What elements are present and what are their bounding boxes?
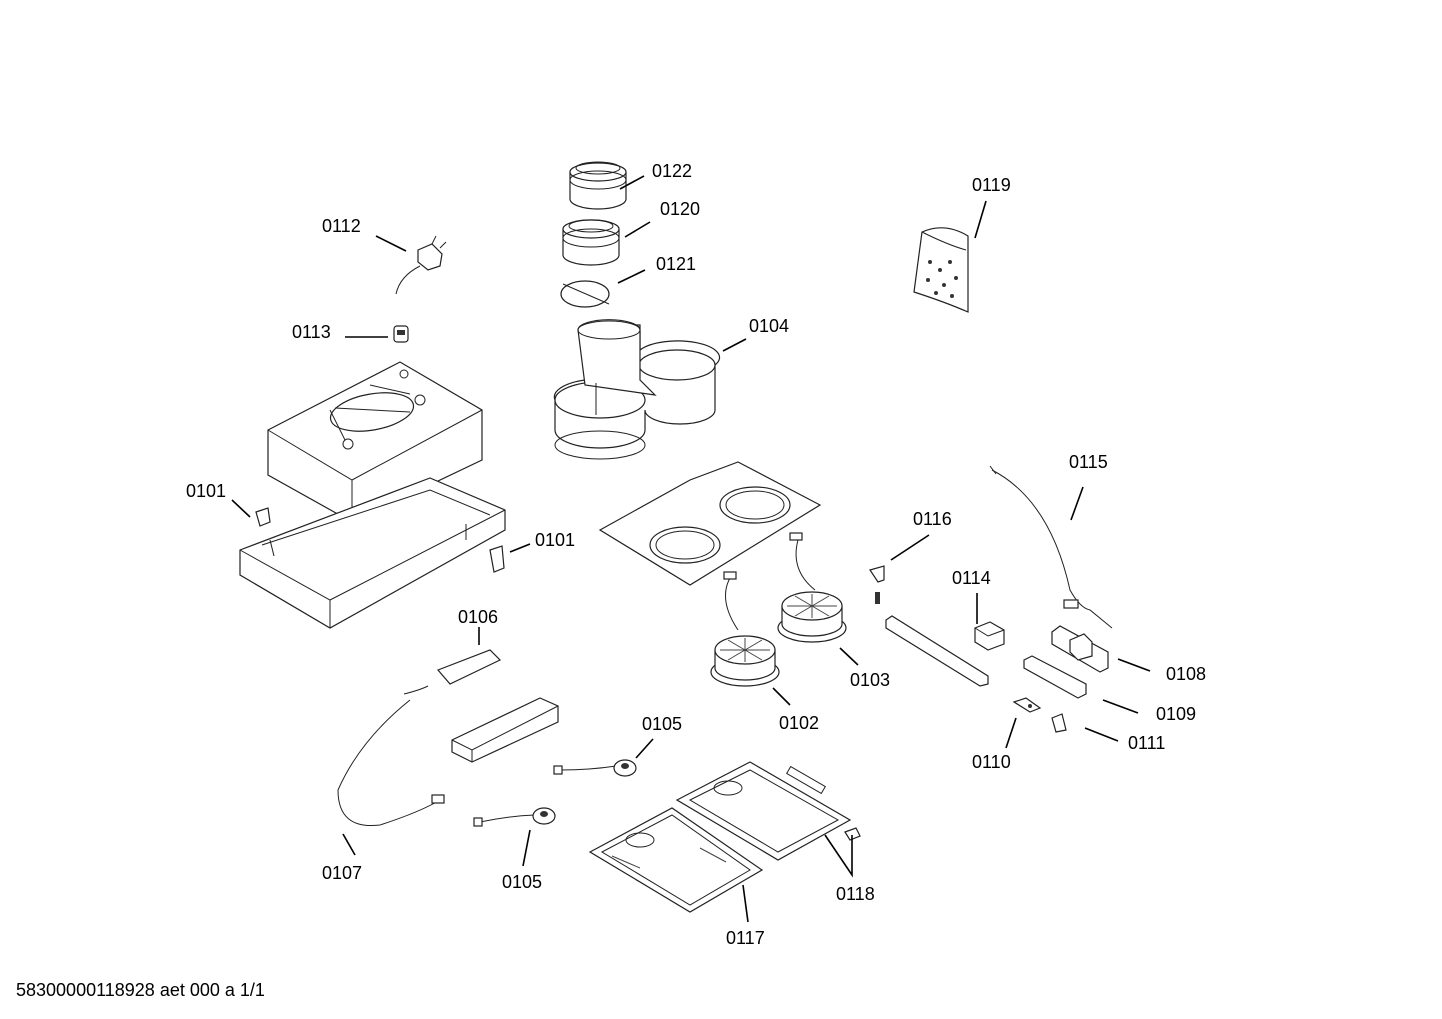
leader-0122 bbox=[619, 175, 645, 190]
part-0117-grease-filter bbox=[588, 807, 764, 913]
leader-0104 bbox=[722, 338, 747, 352]
label-0104: 0104 bbox=[749, 316, 789, 336]
part-0110-sensor-plate bbox=[1012, 697, 1042, 713]
label-0114: 0114 bbox=[952, 568, 991, 588]
part-0114-relay bbox=[974, 621, 1005, 651]
leader-0105b bbox=[522, 829, 531, 867]
part-0107-cable bbox=[337, 685, 445, 827]
part-0111-clip bbox=[1051, 713, 1067, 733]
label-0105b: 0105 bbox=[502, 872, 542, 892]
part-0101-clip-left bbox=[255, 507, 271, 527]
label-0111: 0111 bbox=[1128, 733, 1165, 753]
part-0121-backflow-flap bbox=[560, 280, 610, 308]
part-0106-cover bbox=[436, 649, 502, 685]
leader-0118 bbox=[824, 834, 853, 878]
part-electronics-rail bbox=[885, 615, 989, 687]
leader-0119 bbox=[974, 200, 987, 239]
label-0108: 0108 bbox=[1166, 664, 1206, 684]
part-0113-cable-gland bbox=[393, 325, 409, 343]
leader-0112 bbox=[375, 235, 407, 252]
part-0105-lamp-lower bbox=[473, 807, 556, 827]
label-0102: 0102 bbox=[779, 713, 819, 733]
label-0105a: 0105 bbox=[642, 714, 682, 734]
part-0108-control-module bbox=[1051, 625, 1109, 673]
label-0118: 0118 bbox=[836, 884, 875, 904]
part-0101-clip-right bbox=[489, 545, 505, 573]
part-0103-fan-motor bbox=[777, 532, 847, 643]
document-footer: 58300000118928 aet 000 a 1/1 bbox=[16, 980, 265, 1000]
label-0115: 0115 bbox=[1069, 452, 1108, 472]
label-0119: 0119 bbox=[972, 175, 1011, 195]
label-0110: 0110 bbox=[972, 752, 1011, 772]
label-0101a: 0101 bbox=[186, 481, 226, 501]
label-0113: 0113 bbox=[292, 322, 331, 342]
part-0105-lamp-upper bbox=[553, 759, 637, 777]
part-0115-cable-set bbox=[989, 465, 1113, 629]
leader-0101a bbox=[231, 499, 251, 518]
leader-0120 bbox=[624, 221, 651, 238]
part-0118-grease-filter bbox=[675, 761, 861, 861]
label-0121: 0121 bbox=[656, 254, 696, 274]
part-control-housing bbox=[451, 697, 559, 763]
leader-0116 bbox=[890, 534, 930, 561]
label-0116: 0116 bbox=[913, 509, 952, 529]
label-0117: 0117 bbox=[726, 928, 765, 948]
leader-0109 bbox=[1102, 699, 1139, 714]
leader-0115 bbox=[1070, 486, 1084, 521]
label-0107: 0107 bbox=[322, 863, 362, 883]
leader-0117 bbox=[742, 884, 749, 923]
leader-0101b bbox=[509, 543, 531, 553]
leader-0111 bbox=[1084, 727, 1119, 742]
leader-0108 bbox=[1117, 658, 1151, 672]
part-0116-bracket bbox=[869, 565, 885, 604]
label-0101b: 0101 bbox=[535, 530, 575, 550]
label-0109: 0109 bbox=[1156, 704, 1196, 724]
label-0106: 0106 bbox=[458, 607, 498, 627]
part-0102-fan-motor bbox=[710, 571, 780, 687]
part-motor-plate bbox=[598, 461, 822, 586]
leader-0105a bbox=[635, 738, 654, 759]
label-0122: 0122 bbox=[652, 161, 692, 181]
label-0120: 0120 bbox=[660, 199, 700, 219]
leader-0102 bbox=[772, 687, 791, 706]
part-0104-air-duct bbox=[553, 319, 721, 460]
leader-0121 bbox=[617, 269, 646, 284]
part-0112-mains-plug bbox=[395, 235, 447, 295]
label-0112: 0112 bbox=[322, 216, 361, 236]
leader-0110 bbox=[1005, 717, 1017, 749]
part-frame bbox=[239, 477, 506, 629]
label-0103: 0103 bbox=[850, 670, 890, 690]
leader-0107 bbox=[342, 833, 356, 856]
part-0109-holder bbox=[1023, 655, 1087, 699]
part-0120-duct-collar bbox=[562, 219, 620, 266]
part-0119-accessory-bag bbox=[913, 227, 969, 313]
leader-0103 bbox=[839, 647, 859, 666]
part-0122-duct-collar bbox=[569, 161, 627, 210]
